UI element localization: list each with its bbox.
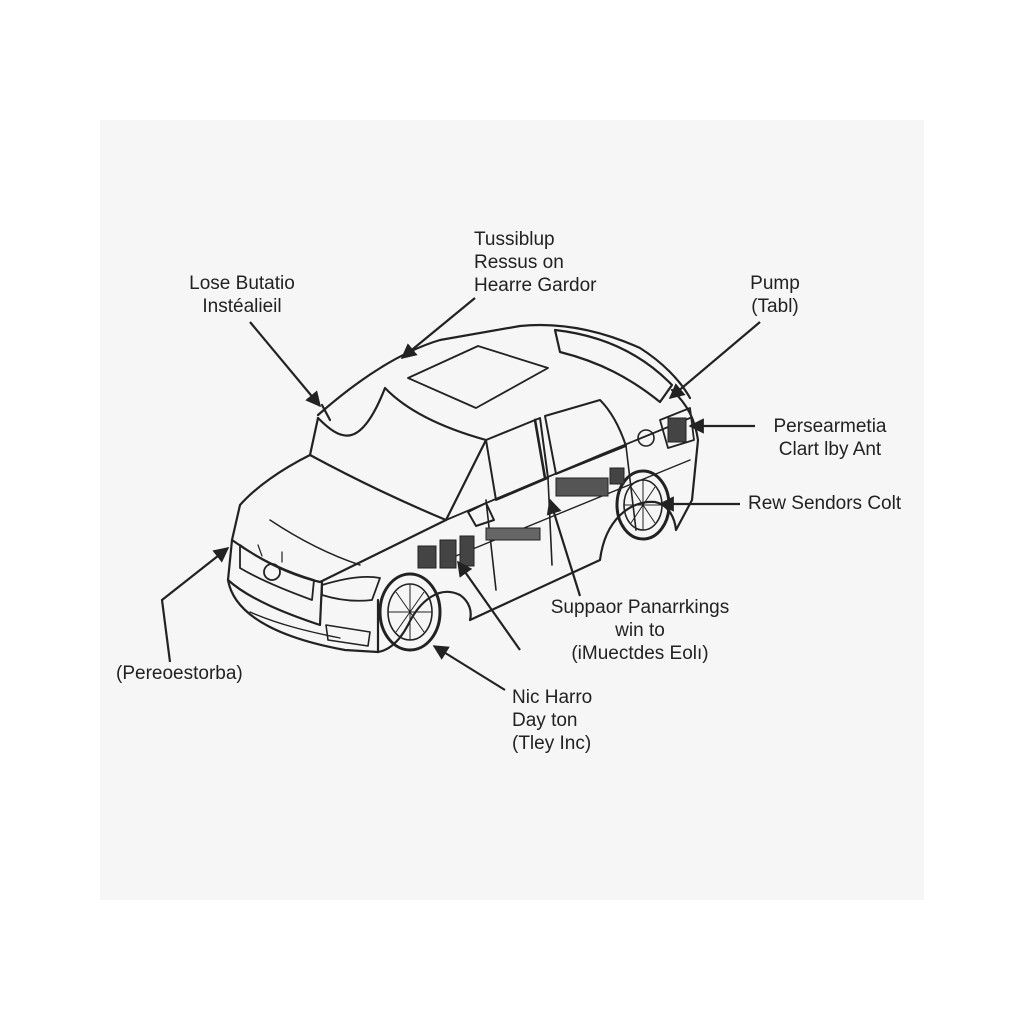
label-pereoestorba: (Pereoestorba) bbox=[116, 662, 243, 685]
diagram-panel bbox=[100, 120, 924, 900]
label-line: Rew Sendors Colt bbox=[748, 493, 902, 514]
leader-arrows bbox=[249, 297, 761, 691]
sensor-modules bbox=[417, 417, 687, 569]
label-line: (Tley Inc) bbox=[512, 733, 592, 754]
label-rew-sendors: Rew Sendors Colt bbox=[748, 492, 901, 515]
label-line: Suppaor Panarrkings bbox=[550, 597, 730, 618]
label-persearmetic: Persearmetia Clart lby Ant bbox=[760, 415, 900, 461]
label-line: (Pereoestorba) bbox=[116, 663, 243, 684]
front-wheel bbox=[378, 572, 442, 652]
label-line: Persearmetia bbox=[773, 416, 887, 437]
label-line: Lose Butatio bbox=[189, 273, 295, 294]
label-lose-button: Lose Butatio Instéalieil bbox=[172, 272, 312, 318]
label-line: Day ton bbox=[512, 710, 578, 731]
label-pump: Pump (Tabl) bbox=[740, 272, 810, 318]
label-nic-harro: Nic Harro Day ton (Tley Inc) bbox=[512, 686, 592, 755]
label-top-center: Tussiblup Ressus on Hearre Gardor bbox=[474, 228, 597, 297]
label-line: Nic Harro bbox=[512, 687, 593, 708]
label-suppaor: Suppaor Panarrkings win to (iMuectdes Eo… bbox=[530, 596, 750, 665]
label-line: Instéalieil bbox=[202, 296, 282, 317]
label-line: Tussiblup bbox=[474, 229, 555, 250]
label-line: Pump bbox=[750, 273, 800, 294]
label-line: win to bbox=[615, 620, 665, 641]
car-body bbox=[226, 323, 700, 654]
label-line: (Tabl) bbox=[751, 296, 799, 317]
label-line: Hearre Gardor bbox=[474, 275, 597, 296]
label-line: Clart lby Ant bbox=[778, 439, 882, 460]
label-line: Ressus on bbox=[474, 252, 564, 273]
leader-arrow-front bbox=[160, 547, 230, 663]
label-line: (iMuectdes Eolı) bbox=[571, 643, 709, 664]
